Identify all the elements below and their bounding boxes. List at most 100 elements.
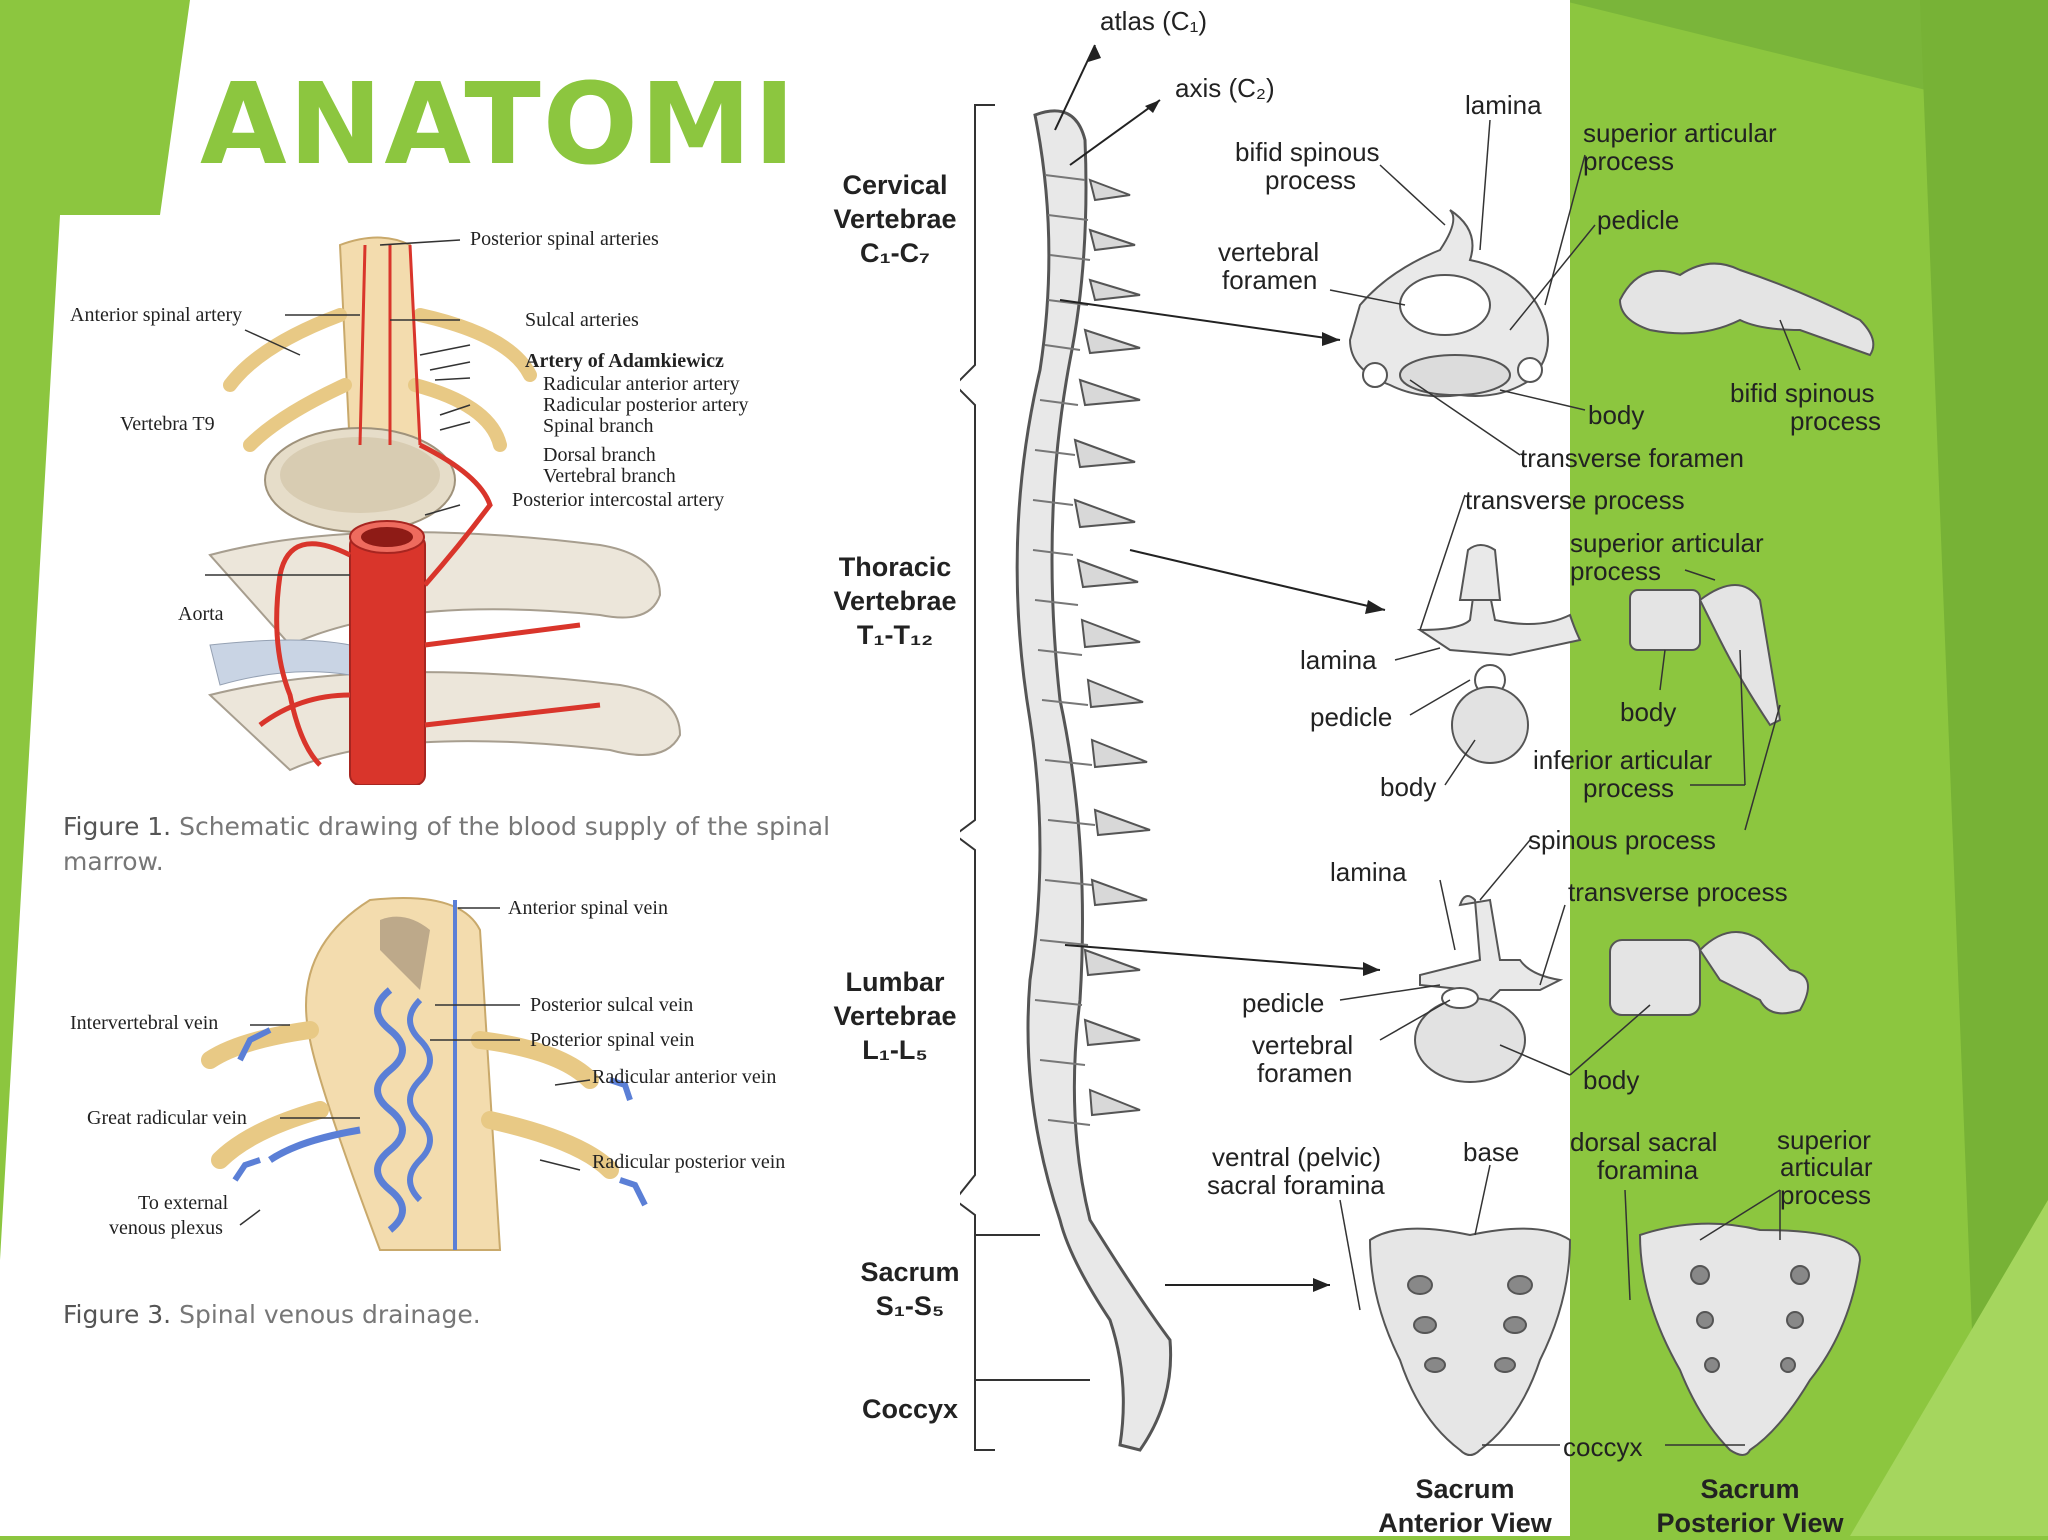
label-l-transverse-process: transverse process [1568, 877, 1788, 907]
label-c-pedicle: pedicle [1597, 205, 1680, 235]
label-coccyx: coccyx [1563, 1432, 1643, 1462]
label-t-pedicle: pedicle [1310, 702, 1393, 732]
caption-sacrum-posterior-1: Sacrum [1700, 1474, 1800, 1504]
thoracic-vertebra-top-view [1416, 544, 1582, 764]
cervical-vertebra-top-view [1348, 209, 1549, 398]
label-radicular-posterior-artery: Radicular posterior artery [543, 394, 749, 416]
caption-sacrum-posterior-2: Posterior View [1656, 1508, 1844, 1538]
label-c-bifid-spinous-right-2: process [1790, 406, 1882, 436]
sacrum-posterior-view [1638, 1222, 1862, 1456]
figure-3-illustration [201, 897, 648, 1251]
label-s-superior-3: process [1780, 1180, 1872, 1210]
label-posterior-spinal-vein: Posterior spinal vein [530, 1029, 695, 1051]
region-sacrum-range: S₁-S₅ [875, 1291, 945, 1321]
label-c-bifid-spinous-right-1: bifid spinous [1730, 378, 1875, 408]
label-dorsal-branch: Dorsal branch [543, 444, 656, 466]
figure-1-caption-line2: marrow. [63, 847, 164, 876]
label-venous-plexus: venous plexus [109, 1217, 223, 1239]
label-s-superior-2: articular [1780, 1152, 1873, 1182]
label-inferior-articular-1: inferior articular [1533, 745, 1713, 775]
label-dorsal-sacral-1: dorsal sacral [1570, 1127, 1718, 1157]
caption-sacrum-anterior: Sacrum Anterior View [1360, 1472, 1570, 1540]
label-base: base [1463, 1137, 1520, 1167]
label-dorsal-sacral-2: foramina [1597, 1155, 1699, 1185]
label-posterior-sulcal-vein: Posterior sulcal vein [530, 994, 694, 1016]
region-cervical-line2: Vertebrae [833, 204, 957, 234]
label-vertebra-t9: Vertebra T9 [120, 413, 215, 435]
label-t-superior-articular-2: process [1570, 556, 1662, 586]
label-bifid-spinous-1: bifid spinous [1235, 137, 1380, 167]
figure-3-caption: Figure 3. Spinal venous drainage. [63, 1300, 481, 1329]
label-posterior-spinal-arteries: Posterior spinal arteries [470, 228, 659, 250]
vertebra-lines [1032, 174, 1096, 1126]
label-t-superior-articular-1: superior articular [1570, 528, 1764, 558]
label-spinal-branch: Spinal branch [543, 415, 654, 437]
region-lumbar: Lumbar Vertebrae L₁-L₅ [815, 965, 975, 1067]
region-thoracic-name: Thoracic [838, 552, 952, 582]
region-lumbar-line2: Vertebrae [833, 1001, 957, 1031]
region-cervical-name: Cervical [842, 170, 948, 200]
label-l-vertebral-foramen-2: foramen [1257, 1058, 1353, 1088]
label-axis: axis (C₂) [1175, 73, 1275, 103]
label-intervertebral-vein: Intervertebral vein [70, 1012, 219, 1034]
sacrum-anterior-view [1368, 1227, 1572, 1456]
region-lumbar-range: L₁-L₅ [862, 1035, 928, 1065]
figure-1-caption-label: Figure 1. [63, 812, 172, 841]
slide-title: ANATOMI [200, 60, 798, 190]
region-cervical: Cervical Vertebrae C₁-C₇ [815, 168, 975, 270]
figure-3-caption-label: Figure 3. [63, 1300, 172, 1329]
caption-sacrum-posterior: Sacrum Posterior View [1640, 1472, 1860, 1540]
cervical-vertebra-side-view [1618, 262, 1875, 357]
label-aorta: Aorta [178, 603, 224, 625]
region-lumbar-name: Lumbar [845, 967, 945, 997]
label-ventral-sacral-1: ventral (pelvic) [1212, 1142, 1382, 1172]
label-atlas: atlas (C₁) [1100, 6, 1208, 36]
label-transverse-foramen: transverse foramen [1520, 443, 1744, 473]
label-bifid-spinous-2: process [1265, 165, 1357, 195]
region-sacrum: Sacrum S₁-S₅ [830, 1255, 990, 1323]
label-c-superior-articular-2: process [1583, 146, 1675, 176]
label-c-vertebral-foramen-1: vertebral [1218, 237, 1320, 267]
label-radicular-anterior-artery: Radicular anterior artery [543, 373, 740, 395]
figure-1-caption: Figure 1. Schematic drawing of the blood… [63, 812, 830, 841]
label-radicular-posterior-vein: Radicular posterior vein [592, 1151, 786, 1173]
label-transverse-process: transverse process [1465, 485, 1685, 515]
label-to-external: To external [138, 1192, 229, 1214]
region-sacrum-name: Sacrum [860, 1257, 960, 1287]
spinous-processes [1073, 178, 1151, 1117]
region-cervical-range: C₁-C₇ [860, 238, 930, 268]
label-spinous-process: spinous process [1528, 825, 1716, 855]
lumbar-vertebra-side-view [1609, 931, 1809, 1016]
label-sulcal-arteries: Sulcal arteries [525, 309, 639, 331]
label-vertebral-branch: Vertebral branch [543, 465, 676, 487]
region-thoracic-line2: Vertebrae [833, 586, 957, 616]
region-coccyx: Coccyx [861, 1394, 959, 1424]
label-great-radicular-vein: Great radicular vein [87, 1107, 247, 1129]
label-t-lamina: lamina [1300, 645, 1377, 675]
label-anterior-spinal-artery: Anterior spinal artery [70, 304, 243, 326]
label-inferior-articular-2: process [1583, 773, 1675, 803]
label-radicular-anterior-vein: Radicular anterior vein [592, 1066, 777, 1088]
region-thoracic-range: T₁-T₁₂ [856, 620, 934, 650]
label-c-lamina: lamina [1465, 90, 1542, 120]
figure-1-caption-text: Schematic drawing of the blood supply of… [179, 812, 831, 841]
label-t-body: body [1380, 772, 1437, 802]
region-thoracic: Thoracic Vertebrae T₁-T₁₂ [815, 550, 975, 652]
label-anterior-spinal-vein: Anterior spinal vein [508, 897, 668, 919]
label-l-lamina: lamina [1330, 857, 1407, 887]
label-t-body-side: body [1620, 697, 1677, 727]
label-c-superior-articular-1: superior articular [1583, 118, 1777, 148]
label-ventral-sacral-2: sacral foramina [1207, 1170, 1385, 1200]
label-l-vertebral-foramen-1: vertebral [1252, 1030, 1354, 1060]
label-posterior-intercostal-artery: Posterior intercostal artery [512, 489, 725, 511]
spine-illustration [960, 44, 1875, 1456]
label-l-pedicle: pedicle [1242, 988, 1325, 1018]
figure-1-illustration [205, 236, 682, 785]
caption-sacrum-anterior-1: Sacrum [1415, 1474, 1515, 1504]
label-l-body: body [1583, 1065, 1640, 1095]
label-c-body: body [1588, 400, 1645, 430]
caption-sacrum-anterior-2: Anterior View [1378, 1508, 1552, 1538]
label-c-vertebral-foramen-2: foramen [1222, 265, 1318, 295]
